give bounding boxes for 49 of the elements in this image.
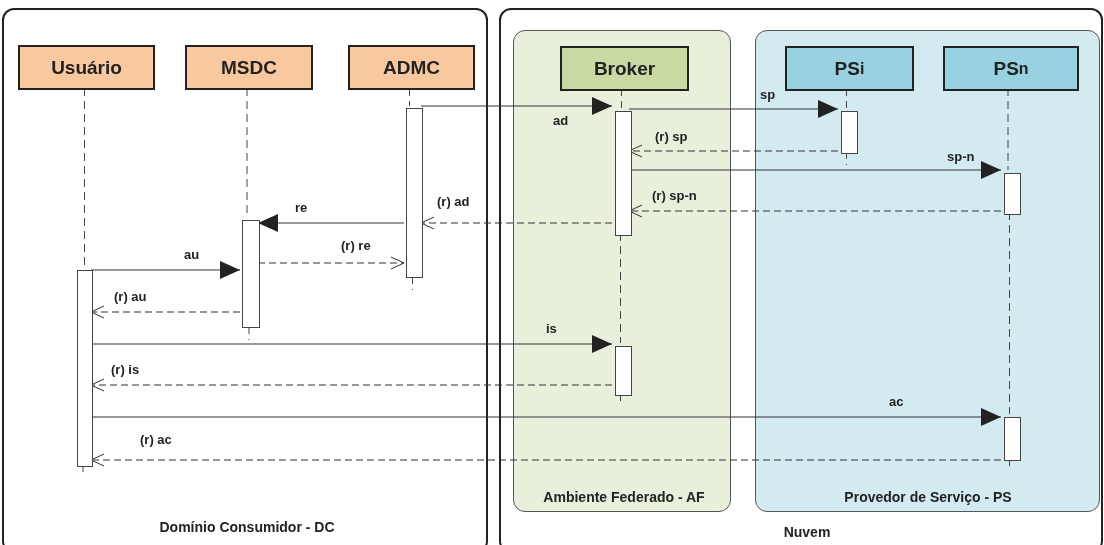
arrow <box>420 97 613 115</box>
dashed-arrow <box>90 305 241 319</box>
dashed-arrow <box>257 256 405 270</box>
arrow <box>90 261 241 279</box>
edge-label: (r) sp <box>655 129 688 144</box>
edge-label: (r) sp-n <box>652 188 697 203</box>
activation-bar <box>1004 173 1021 215</box>
dashed-arrow <box>90 378 613 392</box>
arrow <box>90 335 613 353</box>
group-title: Domínio Consumidor - DC <box>159 519 335 535</box>
activation-bar <box>77 270 93 467</box>
lifeline <box>82 464 84 473</box>
edge-label: ac <box>889 394 904 409</box>
edge-label: is <box>546 321 557 336</box>
arrow <box>90 408 1002 426</box>
edge-label: sp <box>760 87 776 102</box>
group-title: Ambiente Federado - AF <box>543 489 705 505</box>
edge-label: (r) ac <box>140 432 172 447</box>
activation-bar <box>1004 417 1021 461</box>
edge-label: au <box>184 247 200 262</box>
zone-panel <box>755 30 1100 512</box>
participant-box: MSDC <box>185 45 313 90</box>
edge-label: ad <box>553 113 569 128</box>
activation-bar <box>406 108 423 278</box>
boundary-frame <box>499 8 1103 545</box>
boundary-frame <box>2 8 488 545</box>
edge-label: (r) is <box>111 362 140 377</box>
edge-label: re <box>295 200 308 215</box>
group-title: Provedor de Serviço - PS <box>844 489 1012 505</box>
participant-box: Usuário <box>18 45 155 90</box>
lifeline <box>409 87 410 107</box>
lifeline <box>412 275 413 291</box>
dashed-arrow <box>420 216 613 230</box>
activation-bar <box>615 346 632 396</box>
participant-box: Broker <box>560 46 689 91</box>
edge-label: (r) au <box>114 289 147 304</box>
edge-label: (r) re <box>341 238 371 253</box>
activation-bar <box>242 220 260 328</box>
activation-bar <box>841 111 858 154</box>
participant-box: ADMC <box>348 45 475 90</box>
arrow <box>628 100 839 118</box>
group-title: Nuvem <box>783 524 831 540</box>
zone-panel <box>513 30 731 512</box>
lifeline <box>248 325 250 341</box>
activation-bar <box>615 111 632 236</box>
edge-label: sp-n <box>947 149 975 164</box>
edge-label: (r) ad <box>437 194 470 209</box>
arrow <box>257 214 405 232</box>
dashed-arrow <box>90 453 1002 467</box>
